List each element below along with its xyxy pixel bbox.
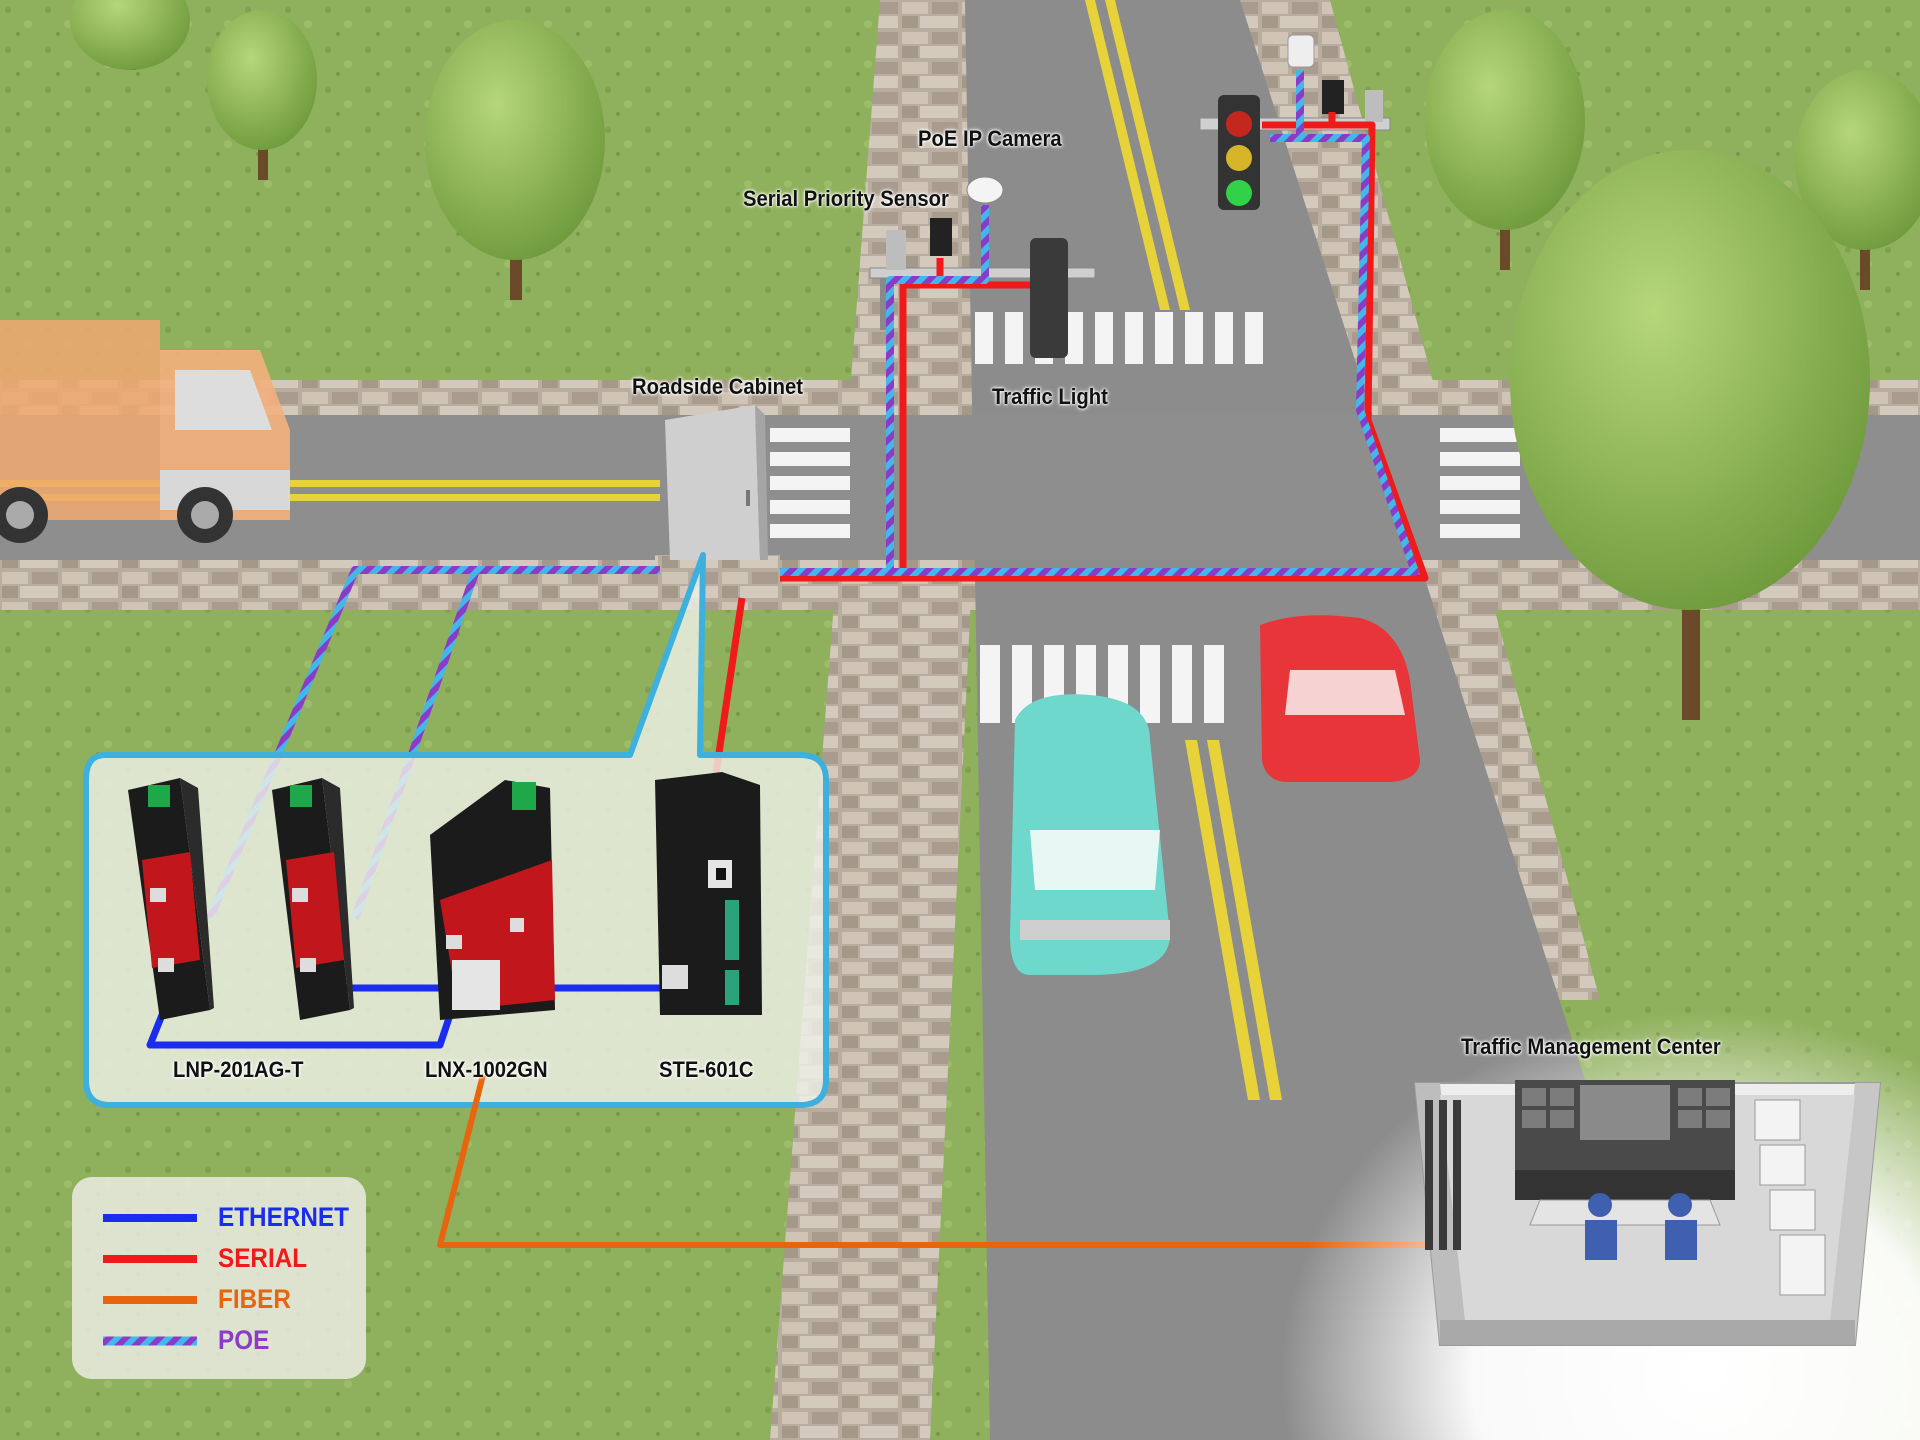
cars (1010, 615, 1420, 975)
lnp-switch-1 (128, 778, 214, 1020)
roadside-cabinet (655, 405, 780, 603)
label-roadside-cabinet: Roadside Cabinet (632, 374, 803, 399)
fiber-cable (437, 1074, 1435, 1248)
label-poe-ip-camera: PoE IP Camera (918, 126, 1062, 151)
label-traffic-light: Traffic Light (992, 384, 1108, 409)
label-lnp-201ag-t: LNP-201AG-T (173, 1057, 304, 1082)
traffic-management-center (1413, 1080, 1882, 1346)
label-serial-priority-sensor: Serial Priority Sensor (743, 186, 949, 211)
legend (72, 1177, 366, 1379)
label-traffic-management-center: Traffic Management Center (1461, 1034, 1721, 1059)
ste-serial-server (655, 772, 762, 1015)
legend-label-ethernet: ETHERNET (218, 1202, 349, 1232)
legend-label-serial: SERIAL (218, 1243, 308, 1273)
label-lnx-1002gn: LNX-1002GN (425, 1057, 548, 1082)
serial-cables (711, 112, 1429, 781)
trees (70, 0, 1920, 720)
lnx-switch (430, 780, 555, 1020)
legend-label-poe: POE (218, 1325, 270, 1355)
lnp-switch-2 (272, 778, 354, 1020)
legend-label-fiber: FIBER (218, 1284, 291, 1314)
truck (0, 320, 290, 543)
label-ste-601c: STE-601C (659, 1057, 754, 1082)
